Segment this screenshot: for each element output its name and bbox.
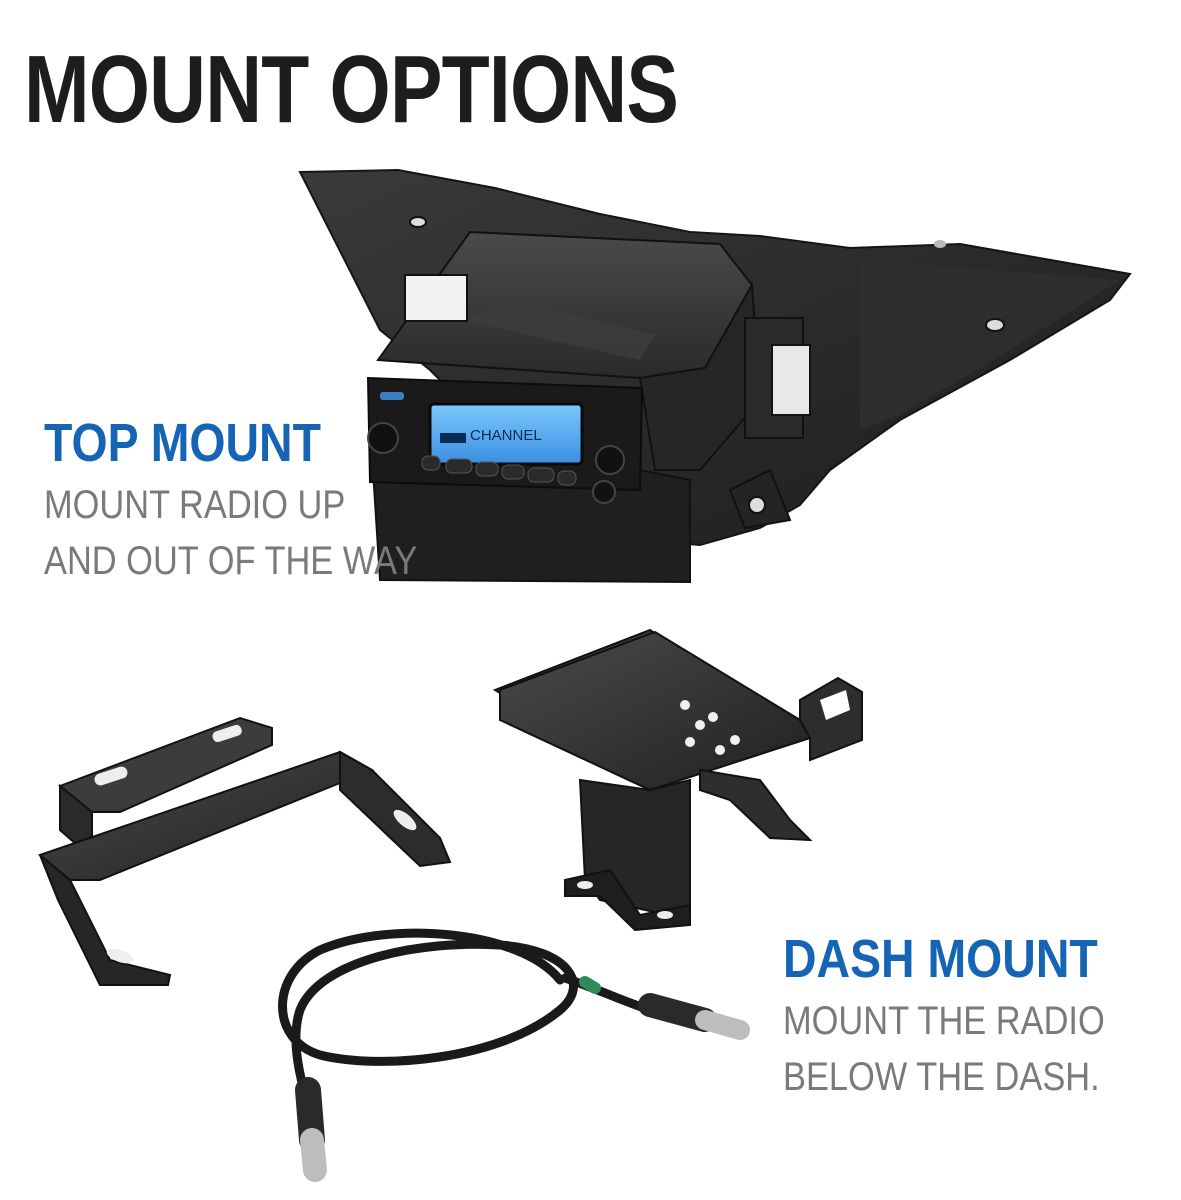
top-mount-title: TOP MOUNT	[44, 413, 321, 473]
dash-mount-bracket-right	[492, 628, 863, 932]
dash-mount-callout: DASH MOUNT MOUNT THE RADIO BELOW THE DAS…	[783, 932, 1157, 1102]
dash-mount-line-1: MOUNT THE RADIO	[783, 999, 1105, 1043]
top-mount-line-1: MOUNT RADIO UP	[44, 483, 346, 527]
page-title: MOUNT OPTIONS	[24, 36, 679, 143]
dash-mount-line-2: BELOW THE DASH.	[783, 1055, 1100, 1099]
top-mount-callout: TOP MOUNT MOUNT RADIO UP AND OUT OF THE …	[44, 416, 478, 586]
svg-text:CHANNEL: CHANNEL	[470, 427, 542, 444]
extension-cable	[278, 928, 750, 1182]
dash-mount-bracket-left	[37, 716, 452, 986]
top-mount-bracket-with-radio: CHANNEL	[298, 168, 1132, 584]
top-mount-line-2: AND OUT OF THE WAY	[44, 539, 418, 583]
dash-mount-title: DASH MOUNT	[783, 929, 1098, 989]
